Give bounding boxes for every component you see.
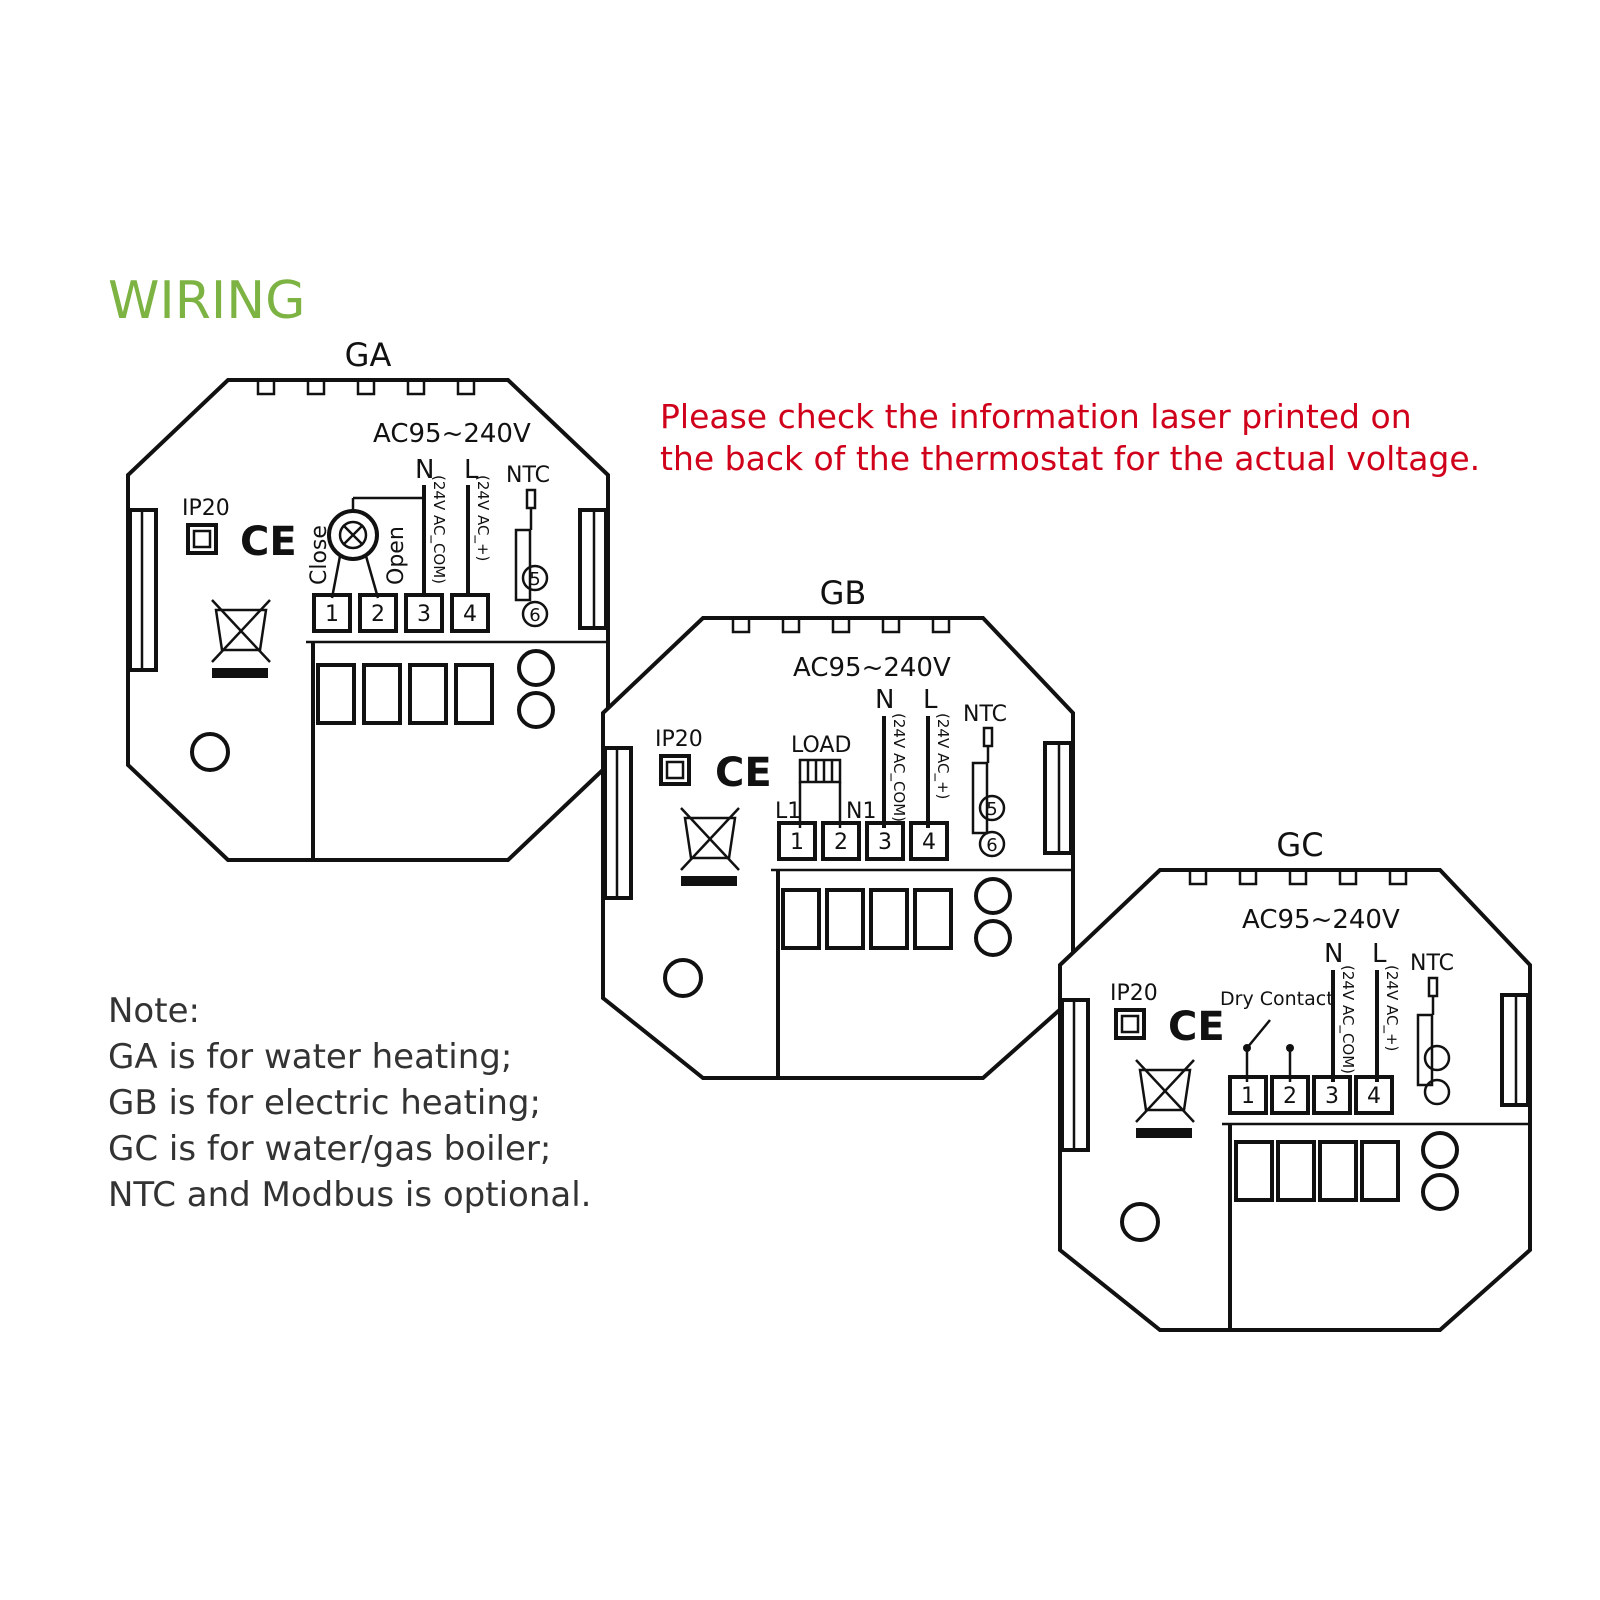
neutral-label: N [1324,939,1343,969]
top-tabs [1188,868,1408,886]
heater-load-icon [798,758,842,828]
model-label-ga: GA [345,336,392,374]
ntc-sensor-icon [971,726,1006,858]
mounting-hole [190,732,230,772]
warning-line-1: Please check the information laser print… [660,397,1412,436]
open-label: Open [384,526,409,585]
neutral-sub-label: (24V AC_COM) [889,713,908,822]
terminal-2: 2 [1283,1084,1297,1109]
model-label-gb: GB [820,574,867,612]
thermostat-gc: GC IP20 CE AC95~240V N L (24V AC_COM) ( [1058,826,1532,1332]
terminal-3: 3 [878,830,892,855]
terminal-4: 4 [922,830,936,855]
l1-label: L1 [775,799,801,824]
terminal-2: 2 [371,602,385,627]
ip-rating: IP20 [655,727,703,752]
ntc-sensor-icon [514,488,549,628]
terminal-3: 3 [1325,1084,1339,1109]
weee-bin-icon [1135,1059,1195,1138]
terminal-1: 1 [1241,1084,1255,1109]
live-sub-label: (24V AC_+) [473,475,492,561]
ntc-sensor-icon [1416,976,1451,1106]
double-insulation-icon [186,523,218,555]
terminal-4: 4 [463,602,477,627]
terminal-2: 2 [834,830,848,855]
double-insulation-icon [1114,1008,1146,1040]
terminal-1: 1 [325,602,339,627]
valve-icon [327,496,426,599]
neutral-sub-label: (24V AC_COM) [429,475,448,584]
live-label: L [1372,939,1387,969]
ip-rating: IP20 [1110,981,1158,1006]
thermostat-ga: GA IP20 CE AC95~240V [126,336,610,862]
close-label: Close [307,525,332,585]
n1-label: N1 [846,799,876,824]
terminal-block: 1 2 3 4 [777,821,949,861]
ntc-terminal-5: 5 [986,799,997,820]
ce-mark-icon: CE [240,519,297,565]
ntc-label: NTC [963,702,1007,727]
live-label: L [923,685,938,715]
note-line-2: GB is for electric heating; [108,1083,541,1123]
mounting-hole [663,958,703,998]
voltage-label: AC95~240V [1242,905,1400,935]
ip-rating: IP20 [182,496,230,521]
terminal-3: 3 [417,602,431,627]
mounting-hole [1120,1202,1160,1242]
top-tabs [731,616,951,634]
note-line-3: GC is for water/gas boiler; [108,1129,551,1169]
connector-block [316,649,555,729]
neutral-label: N [415,455,434,485]
note-block: Note: GA is for water heating; GB is for… [108,991,591,1215]
ntc-terminal-5: 5 [529,569,540,590]
top-tabs [256,378,476,396]
ntc-terminal-6: 6 [529,605,540,626]
thermostat-gb: GB IP20 CE AC95~240V N L (24V AC_COM) ( [601,574,1075,1080]
live-sub-label: (24V AC_+) [933,713,952,799]
connector-block [1234,1131,1459,1211]
load-label: LOAD [791,733,851,758]
voltage-label: AC95~240V [373,419,531,449]
ce-mark-icon: CE [715,750,772,796]
ntc-terminal-6: 6 [986,835,997,856]
warning-line-2: the back of the thermostat for the actua… [660,439,1480,478]
page-title: WIRING [108,271,305,331]
double-insulation-icon [659,754,691,786]
terminal-block: 1 2 3 4 [1228,1075,1394,1115]
live-label: L [464,455,479,485]
neutral-sub-label: (24V AC_COM) [1338,965,1357,1074]
live-sub-label: (24V AC_+) [1382,965,1401,1051]
connector-block [781,877,1012,957]
voltage-label: AC95~240V [793,653,951,683]
terminal-4: 4 [1367,1084,1381,1109]
weee-bin-icon [680,807,740,886]
neutral-label: N [875,685,894,715]
terminal-block: 1 2 3 4 [312,593,490,633]
note-heading: Note: [108,991,200,1031]
model-label-gc: GC [1276,826,1323,864]
ce-mark-icon: CE [1168,1004,1225,1050]
terminal-1: 1 [790,830,804,855]
note-line-1: GA is for water heating; [108,1037,512,1077]
dry-contact-label: Dry Contact [1220,988,1334,1010]
ntc-label: NTC [1410,951,1454,976]
ntc-label: NTC [506,463,550,488]
note-line-4: NTC and Modbus is optional. [108,1175,591,1215]
weee-bin-icon [211,599,271,678]
